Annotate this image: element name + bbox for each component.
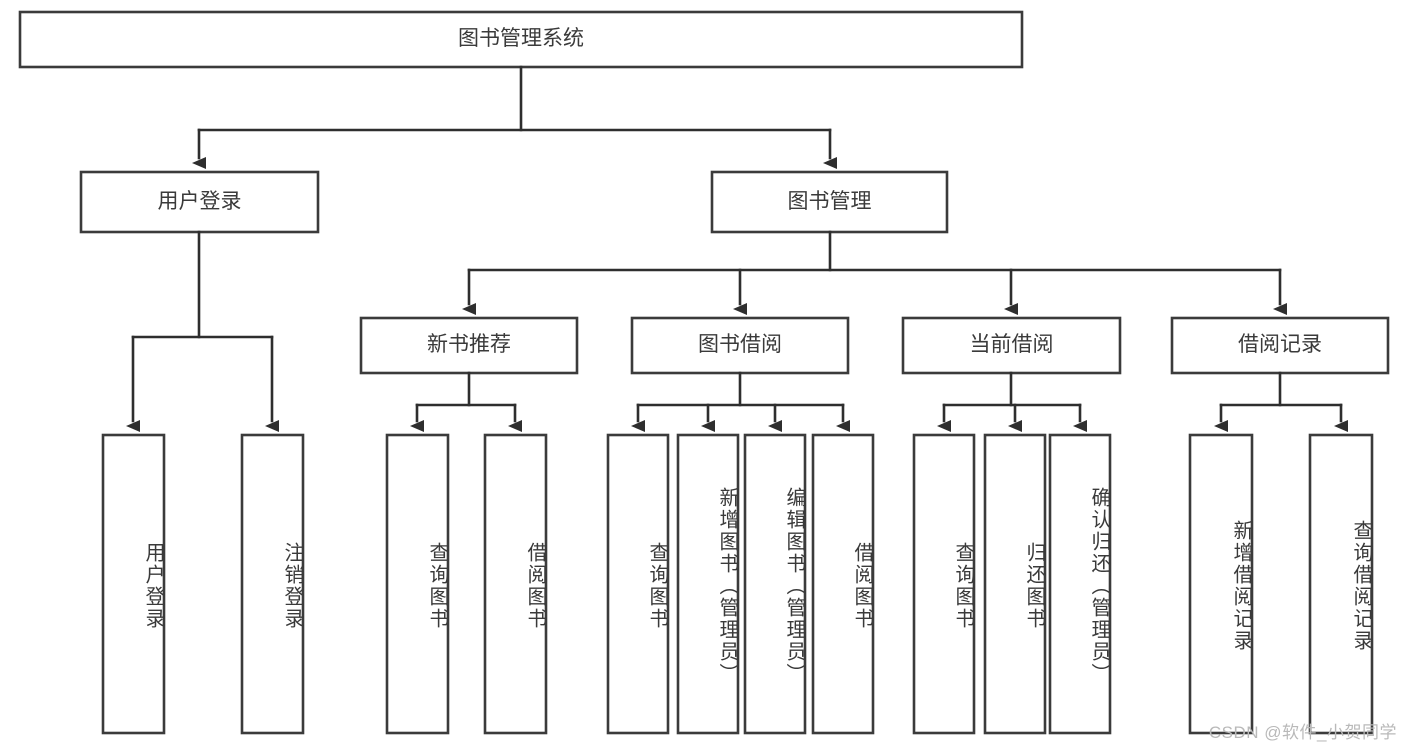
node-l1-1[interactable] xyxy=(712,172,947,232)
node-lf-5[interactable] xyxy=(678,435,738,733)
node-box-lf-10[interactable] xyxy=(1048,433,1112,735)
connector-l1-0-to-leaves xyxy=(126,230,279,432)
node-box-l2-0[interactable] xyxy=(359,316,579,375)
node-l1-0[interactable] xyxy=(81,172,318,232)
node-l2-3[interactable] xyxy=(1172,318,1388,373)
node-box-lf-2[interactable] xyxy=(385,433,450,735)
node-lf-11[interactable] xyxy=(1190,435,1252,733)
connector-l2-2-to-leaves xyxy=(937,371,1087,432)
connector-l2-1-to-leaves xyxy=(631,371,850,432)
node-lf-3[interactable] xyxy=(485,435,546,733)
connector-l2-3-to-leaves xyxy=(1214,371,1348,432)
node-box-lf-6[interactable] xyxy=(743,433,807,735)
node-box-l2-2[interactable] xyxy=(901,316,1122,375)
watermark-text: CSDN @软件_小贺同学 xyxy=(1208,723,1397,742)
node-lf-8[interactable] xyxy=(914,435,974,733)
node-lf-10[interactable] xyxy=(1050,435,1110,733)
node-lf-6[interactable] xyxy=(745,435,805,733)
connector-root-to-level1 xyxy=(192,65,837,169)
node-lf-12[interactable] xyxy=(1310,435,1372,733)
node-box-lf-9[interactable] xyxy=(983,433,1047,735)
connector-l2-0-to-leaves xyxy=(410,371,522,432)
node-box-lf-12[interactable] xyxy=(1308,433,1374,735)
node-box-lf-11[interactable] xyxy=(1188,433,1254,735)
node-box-lf-3[interactable] xyxy=(483,433,548,735)
node-lf-4[interactable] xyxy=(608,435,668,733)
node-box-lf-7[interactable] xyxy=(811,433,875,735)
node-box-lf-8[interactable] xyxy=(912,433,976,735)
node-lf-2[interactable] xyxy=(387,435,448,733)
node-l2-2[interactable] xyxy=(903,318,1120,373)
node-box-lf-4[interactable] xyxy=(606,433,670,735)
node-box-root[interactable] xyxy=(18,10,1024,69)
node-box-l1-0[interactable] xyxy=(79,170,320,234)
node-box-lf-1[interactable] xyxy=(240,433,305,735)
node-l2-0[interactable] xyxy=(361,318,577,373)
node-l2-1[interactable] xyxy=(632,318,848,373)
node-box-lf-0[interactable] xyxy=(101,433,166,735)
node-lf-7[interactable] xyxy=(813,435,873,733)
connector-l1-1-to-level2 xyxy=(462,230,1287,315)
node-lf-1[interactable] xyxy=(242,435,303,733)
node-lf-0[interactable] xyxy=(103,435,164,733)
node-lf-9[interactable] xyxy=(985,435,1045,733)
node-root[interactable] xyxy=(20,12,1022,67)
node-box-lf-5[interactable] xyxy=(676,433,740,735)
